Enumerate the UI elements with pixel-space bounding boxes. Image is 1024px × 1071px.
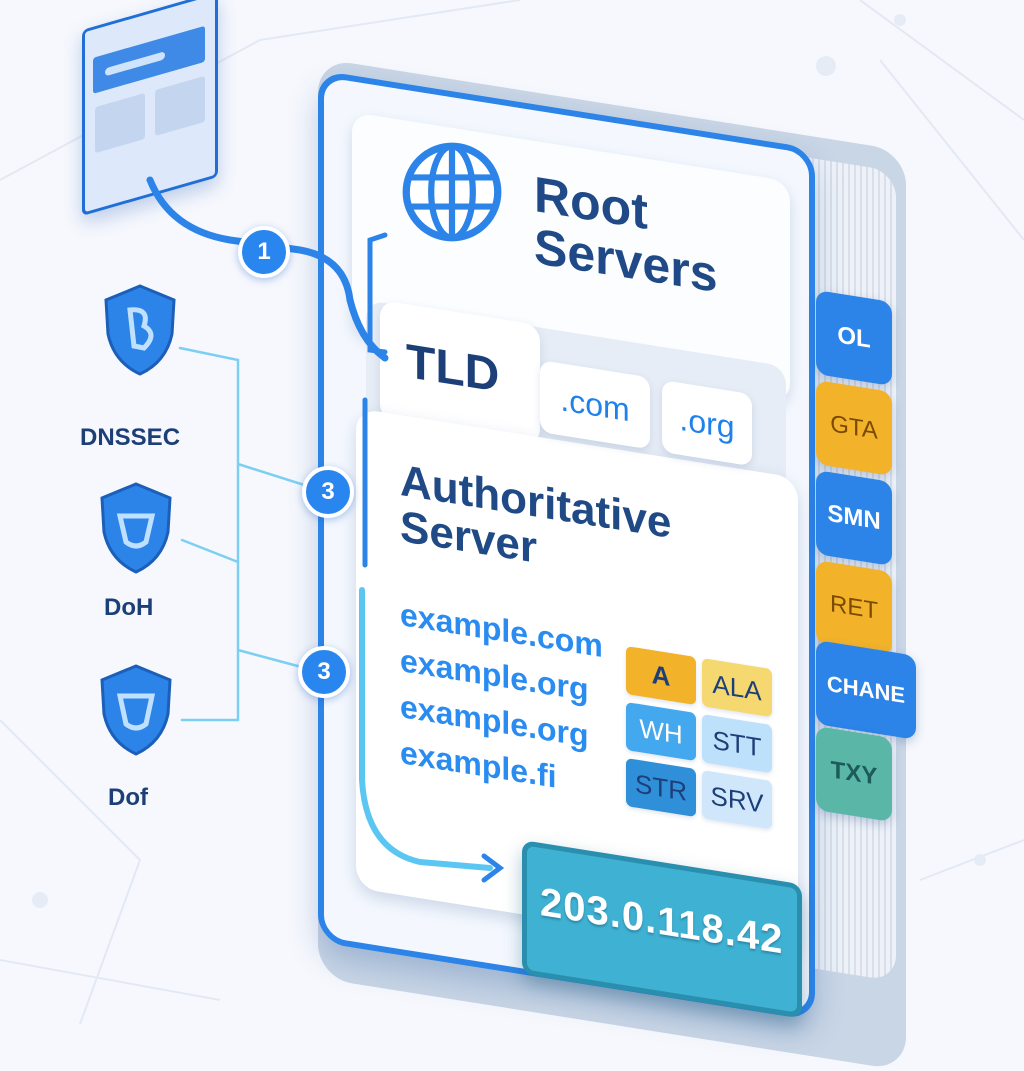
step-badge: 1 xyxy=(238,226,290,278)
record-type-str: STR xyxy=(626,758,696,818)
dnssec-shield-icon xyxy=(104,284,176,376)
browser-content-block xyxy=(155,75,205,137)
url-placeholder xyxy=(105,51,165,77)
dot-label: Dof xyxy=(108,784,148,811)
record-type-grid: A ALA WH STT STR SRV xyxy=(626,646,776,890)
record-type-stt: STT xyxy=(702,714,772,774)
step-badge: 3 xyxy=(302,466,354,518)
side-tab-txy: TXY xyxy=(816,726,892,823)
side-tab-gta: GTA xyxy=(816,380,892,477)
tld-chip-org: .org xyxy=(662,380,752,467)
record-type-srv: SRV xyxy=(702,770,772,830)
record-type-ala: ALA xyxy=(702,658,772,718)
side-tab-smn: SMN xyxy=(816,470,892,567)
doh-shield-icon xyxy=(100,482,172,574)
browser-content-block xyxy=(95,92,145,154)
globe-icon xyxy=(402,142,502,242)
background-network xyxy=(0,0,1024,1024)
side-tab-chane: CHANE xyxy=(816,640,916,740)
dot-shield-icon xyxy=(100,664,172,756)
side-tab-ol: OL xyxy=(816,290,892,387)
record-type-wh: WH xyxy=(626,702,696,762)
doh-label: DoH xyxy=(104,594,154,621)
step-badge: 3 xyxy=(298,646,350,698)
dnssec-label: DNSSEC xyxy=(80,424,181,451)
record-type-a: A xyxy=(626,646,696,706)
